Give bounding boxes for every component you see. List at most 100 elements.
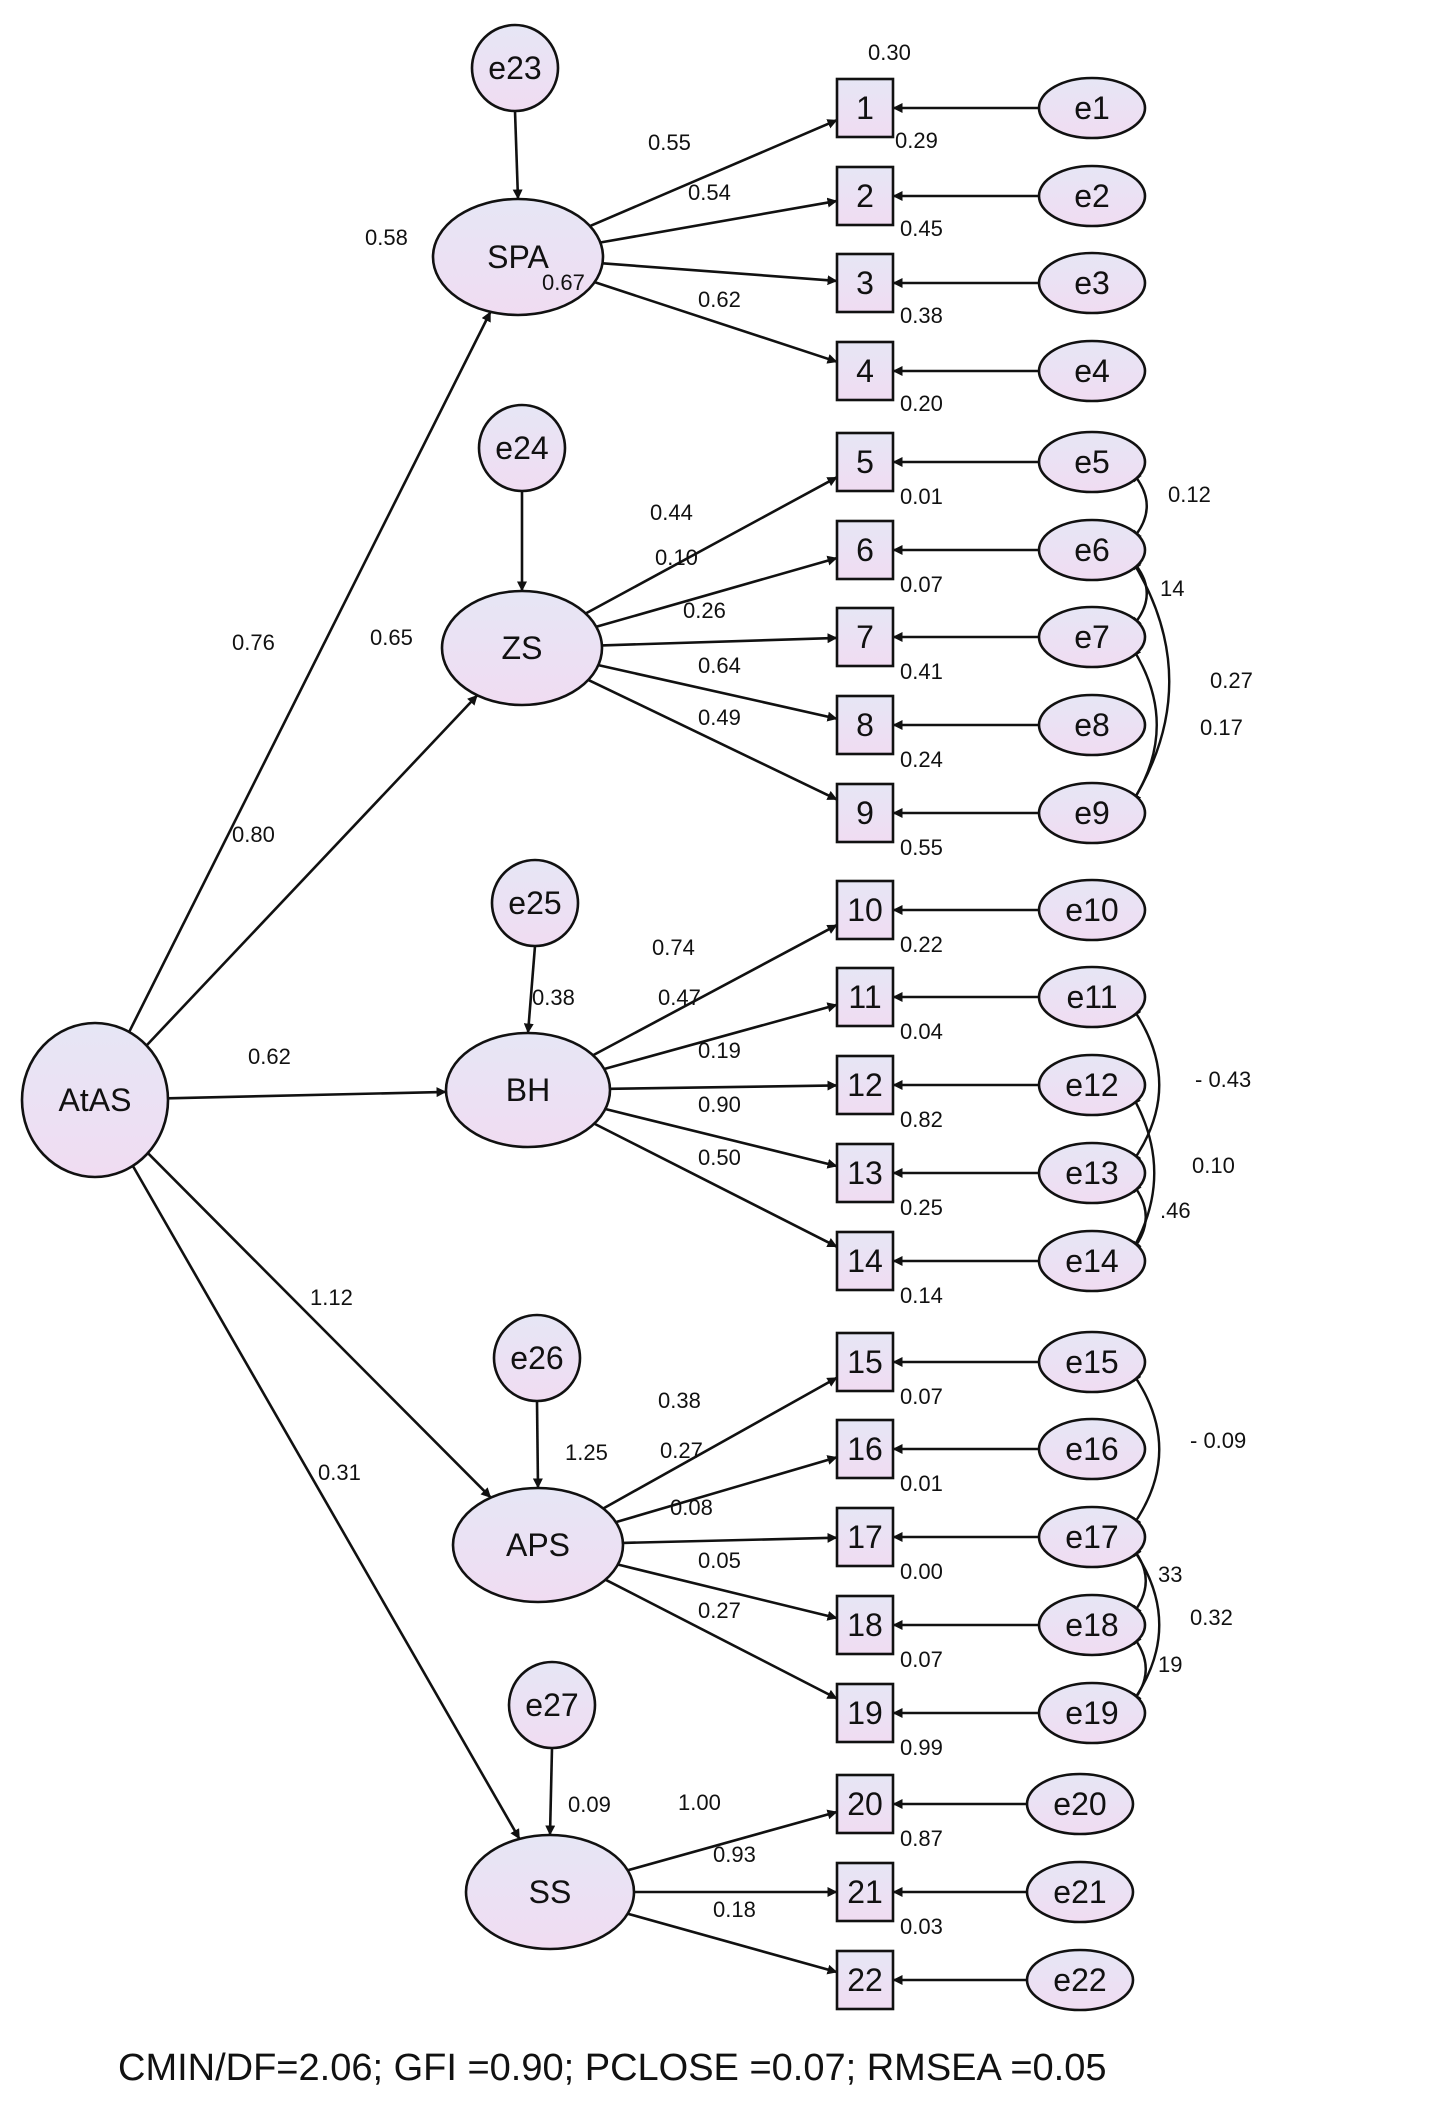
item-box-22-label: 22 xyxy=(847,1962,883,1998)
disturbance-e23-label: e23 xyxy=(488,50,541,86)
error-e10-label: e10 xyxy=(1065,892,1118,928)
loading-path-15 xyxy=(602,1376,838,1510)
item-r2-12: 0.82 xyxy=(900,1107,943,1132)
item-box-1-label: 1 xyxy=(856,90,874,126)
loading-path-9 xyxy=(587,678,838,801)
item-r2-13: 0.25 xyxy=(900,1195,943,1220)
loading-label-5: 0.44 xyxy=(650,500,693,525)
item-r2-16: 0.01 xyxy=(900,1471,943,1496)
item-box-10-label: 10 xyxy=(847,892,883,928)
error-e2-label: e2 xyxy=(1074,178,1110,214)
loading-label-13: 0.90 xyxy=(698,1092,741,1117)
covariance-e5-e6 xyxy=(1130,471,1148,541)
item-r2-21: 0.03 xyxy=(900,1914,943,1939)
path-e27-ss xyxy=(545,1747,556,1836)
loading-path-1 xyxy=(589,118,838,228)
error-e18 xyxy=(1037,1593,1147,1657)
error-e9-label: e9 xyxy=(1074,795,1110,831)
error-e8-label: e8 xyxy=(1074,707,1110,743)
item-r2-10: 0.22 xyxy=(900,932,943,957)
disturbance-e27 xyxy=(507,1660,597,1750)
item-r2-6: 0.07 xyxy=(900,572,943,597)
latent-aps-label: APS xyxy=(506,1527,570,1563)
item-r2-14: 0.14 xyxy=(900,1283,943,1308)
loading-path-11 xyxy=(603,1002,838,1071)
loading-path-17 xyxy=(622,1532,838,1545)
error-e6-label: e6 xyxy=(1074,532,1110,568)
path-e25-bh xyxy=(523,945,537,1034)
error-e20-label: e20 xyxy=(1053,1786,1106,1822)
error-e12 xyxy=(1037,1053,1147,1117)
latent-atas-label: AtAS xyxy=(59,1082,132,1118)
covariance-label-e7-e9: 0.17 xyxy=(1200,715,1243,740)
loading-path-16 xyxy=(615,1455,838,1524)
item-box-7-label: 7 xyxy=(856,619,874,655)
error-e22-label: e22 xyxy=(1053,1962,1106,1998)
loading-label-11: 0.47 xyxy=(658,985,701,1010)
covariance-label-e15-e17: - 0.09 xyxy=(1190,1428,1246,1453)
item-box-11-label: 11 xyxy=(848,979,881,1015)
path-atas-ss xyxy=(131,1165,521,1840)
covariance-label-e12-e14: 0.10 xyxy=(1192,1153,1235,1178)
item-box-9 xyxy=(835,782,895,844)
item-r2-1: 0.30 xyxy=(868,40,911,65)
item-box-3-label: 3 xyxy=(856,265,874,301)
item-box-8 xyxy=(835,694,895,756)
loading-path-6 xyxy=(595,555,838,629)
loading-label-21: 0.93 xyxy=(713,1842,756,1867)
disturbance-e27-label: e27 xyxy=(525,1687,578,1723)
r2-label-bh: 0.38 xyxy=(532,985,575,1010)
error-e13-label: e13 xyxy=(1065,1155,1118,1191)
loading-path-2 xyxy=(600,197,838,244)
item-box-15 xyxy=(835,1331,895,1393)
r2-label-ss: 0.09 xyxy=(568,1792,611,1817)
item-box-2-label: 2 xyxy=(856,178,874,214)
item-box-9-label: 9 xyxy=(856,795,874,831)
path-atas-spa xyxy=(127,311,492,1033)
error-e15-label: e15 xyxy=(1065,1344,1118,1380)
item-box-18 xyxy=(835,1594,895,1656)
item-box-10 xyxy=(835,879,895,941)
loading-label-6: 0.10 xyxy=(655,545,698,570)
loading-label-3: 0.67 xyxy=(542,270,585,295)
item-r2-18: 0.07 xyxy=(900,1647,943,1672)
path-label-ss: 0.31 xyxy=(318,1460,361,1485)
path-label-spa: 0.76 xyxy=(232,630,275,655)
item-box-3 xyxy=(835,252,895,314)
covariance-label-e11-e13: - 0.43 xyxy=(1195,1067,1251,1092)
covariance-label-e17-e19: 0.32 xyxy=(1190,1605,1233,1630)
loading-label-20: 1.00 xyxy=(678,1790,721,1815)
latent-bh xyxy=(444,1031,612,1149)
item-r2-9: 0.55 xyxy=(900,835,943,860)
item-r2-17: 0.00 xyxy=(900,1559,943,1584)
covariance-e13-e14 xyxy=(1130,1182,1147,1252)
loading-path-10 xyxy=(592,923,838,1057)
item-box-13-label: 13 xyxy=(847,1155,883,1191)
item-box-6-label: 6 xyxy=(856,532,874,568)
item-box-16-label: 16 xyxy=(847,1431,883,1467)
latent-atas xyxy=(20,1021,170,1179)
item-box-5-label: 5 xyxy=(856,444,874,480)
item-r2-below-spa: 0.20 xyxy=(900,391,943,416)
item-box-19-label: 19 xyxy=(847,1695,883,1731)
item-box-7 xyxy=(835,606,895,668)
error-e7-label: e7 xyxy=(1074,619,1110,655)
item-box-17 xyxy=(835,1506,895,1568)
path-label-bh: 0.62 xyxy=(248,1044,291,1069)
r2-label-spa: 0.58 xyxy=(365,225,408,250)
covariance-e15-e17 xyxy=(1130,1371,1161,1528)
loading-path-5 xyxy=(585,476,838,615)
loading-path-12 xyxy=(609,1080,838,1091)
item-box-8-label: 8 xyxy=(856,707,874,743)
loading-path-19 xyxy=(604,1578,838,1700)
loading-label-9: 0.49 xyxy=(698,705,741,730)
error-e7 xyxy=(1037,605,1147,669)
covariance-e6-e7 xyxy=(1130,559,1148,628)
item-box-4 xyxy=(835,340,895,402)
item-r2-15: 0.07 xyxy=(900,1384,943,1409)
error-e6 xyxy=(1037,518,1147,582)
item-r2-4: 0.38 xyxy=(900,303,943,328)
error-e3 xyxy=(1037,251,1147,315)
error-e19 xyxy=(1037,1681,1147,1745)
error-e1-label: e1 xyxy=(1074,90,1110,126)
